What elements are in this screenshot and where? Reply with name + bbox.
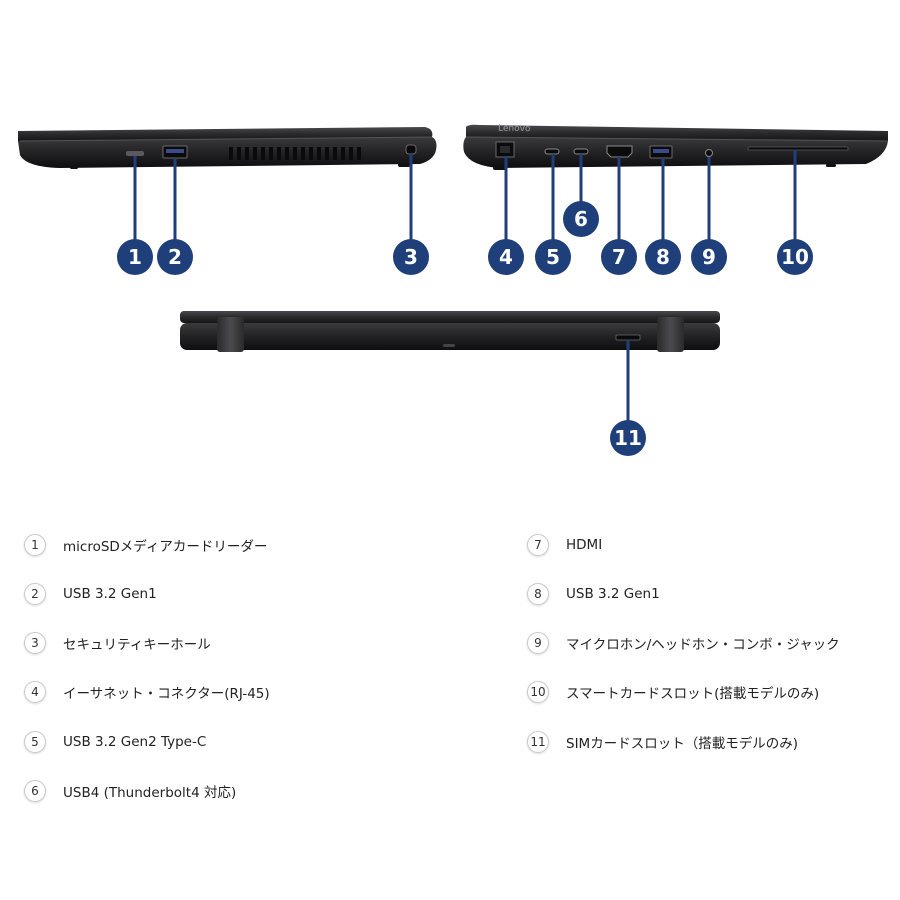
thunderbolt-port bbox=[573, 148, 589, 155]
svg-text:8: 8 bbox=[656, 245, 670, 269]
legend-label: USB 3.2 Gen2 Type-C bbox=[63, 734, 207, 750]
legend-label: HDMI bbox=[566, 537, 603, 553]
legend-number: 1 bbox=[24, 534, 46, 556]
smart-card-slot bbox=[747, 146, 849, 151]
legend-label: イーサネット・コネクター(RJ-45) bbox=[63, 686, 270, 702]
legend-label: スマートカードスロット(搭載モデルのみ) bbox=[566, 686, 820, 702]
legend-label: セキュリティキーホール bbox=[63, 637, 211, 653]
legend-label: SIMカードスロット（搭載モデルのみ) bbox=[566, 736, 798, 752]
callout-6: 6 bbox=[563, 201, 599, 237]
callout-8: 8 bbox=[645, 239, 681, 275]
callout-3: 3 bbox=[393, 239, 429, 275]
legend-label: マイクロホン/ヘッドホン・コンボ・ジャック bbox=[566, 637, 840, 653]
laptop-right-side: Lenovo bbox=[463, 124, 889, 170]
laptop-left-side bbox=[18, 127, 437, 169]
hinge-right bbox=[657, 317, 684, 352]
vent-grille bbox=[229, 147, 361, 160]
sim-card-slot bbox=[615, 334, 641, 341]
legend-item-1: 1 microSDメディアカードリーダー bbox=[24, 531, 267, 559]
svg-text:3: 3 bbox=[404, 245, 418, 269]
hinge-left bbox=[217, 317, 244, 352]
svg-text:10: 10 bbox=[781, 245, 809, 269]
callout-4: 4 bbox=[488, 239, 524, 275]
legend-item-8: 8 USB 3.2 Gen1 bbox=[527, 580, 660, 608]
hdmi-port bbox=[606, 145, 633, 158]
callout-2: 2 bbox=[157, 239, 193, 275]
svg-text:7: 7 bbox=[612, 245, 626, 269]
legend-label: USB 3.2 Gen1 bbox=[63, 586, 157, 602]
lenovo-logo: Lenovo bbox=[498, 124, 531, 135]
legend-number: 10 bbox=[527, 681, 549, 703]
legend-number: 5 bbox=[24, 731, 46, 753]
security-keyhole bbox=[405, 144, 417, 155]
legend-item-7: 7 HDMI bbox=[527, 531, 602, 559]
callout-7: 7 bbox=[601, 239, 637, 275]
callout-10: 10 bbox=[777, 239, 813, 275]
legend-item-10: 10 スマートカードスロット(搭載モデルのみ) bbox=[527, 678, 819, 706]
legend-number: 8 bbox=[527, 583, 549, 605]
legend-number: 2 bbox=[24, 583, 46, 605]
audio-jack bbox=[705, 149, 713, 157]
legend-label: microSDメディアカードリーダー bbox=[63, 539, 268, 555]
legend-number: 9 bbox=[527, 632, 549, 654]
svg-text:9: 9 bbox=[702, 245, 716, 269]
legend-number: 6 bbox=[24, 780, 46, 802]
legend-item-4: 4 イーサネット・コネクター(RJ-45) bbox=[24, 678, 270, 706]
svg-text:1: 1 bbox=[128, 245, 142, 269]
callout-11: 11 bbox=[610, 420, 646, 456]
svg-text:2: 2 bbox=[168, 245, 182, 269]
callout-5: 5 bbox=[535, 239, 571, 275]
laptop-rear bbox=[180, 311, 720, 352]
microsd-slot bbox=[126, 151, 144, 156]
svg-text:5: 5 bbox=[546, 245, 560, 269]
legend-item-11: 11 SIMカードスロット（搭載モデルのみ) bbox=[527, 728, 798, 756]
svg-text:11: 11 bbox=[614, 426, 642, 450]
legend-number: 4 bbox=[24, 681, 46, 703]
callout-1: 1 bbox=[117, 239, 153, 275]
legend-item-6: 6 USB4 (Thunderbolt4 対応) bbox=[24, 777, 236, 805]
legend-item-3: 3 セキュリティキーホール bbox=[24, 629, 211, 657]
svg-text:4: 4 bbox=[499, 245, 513, 269]
legend-number: 11 bbox=[527, 731, 549, 753]
legend-number: 7 bbox=[527, 534, 549, 556]
legend-item-9: 9 マイクロホン/ヘッドホン・コンボ・ジャック bbox=[527, 629, 840, 657]
laptop-port-diagram: Lenovo 1 2 bbox=[18, 124, 889, 456]
legend-label: USB 3.2 Gen1 bbox=[566, 586, 660, 602]
legend-item-2: 2 USB 3.2 Gen1 bbox=[24, 580, 157, 608]
port-legend: 1 microSDメディアカードリーダー 2 USB 3.2 Gen1 3 セキ… bbox=[0, 520, 900, 820]
usb-c-port bbox=[544, 148, 560, 155]
legend-label: USB4 (Thunderbolt4 対応) bbox=[63, 785, 237, 801]
callout-9: 9 bbox=[691, 239, 727, 275]
legend-item-5: 5 USB 3.2 Gen2 Type-C bbox=[24, 728, 206, 756]
legend-number: 3 bbox=[24, 632, 46, 654]
svg-text:6: 6 bbox=[574, 207, 588, 231]
leader-lines bbox=[133, 150, 797, 421]
